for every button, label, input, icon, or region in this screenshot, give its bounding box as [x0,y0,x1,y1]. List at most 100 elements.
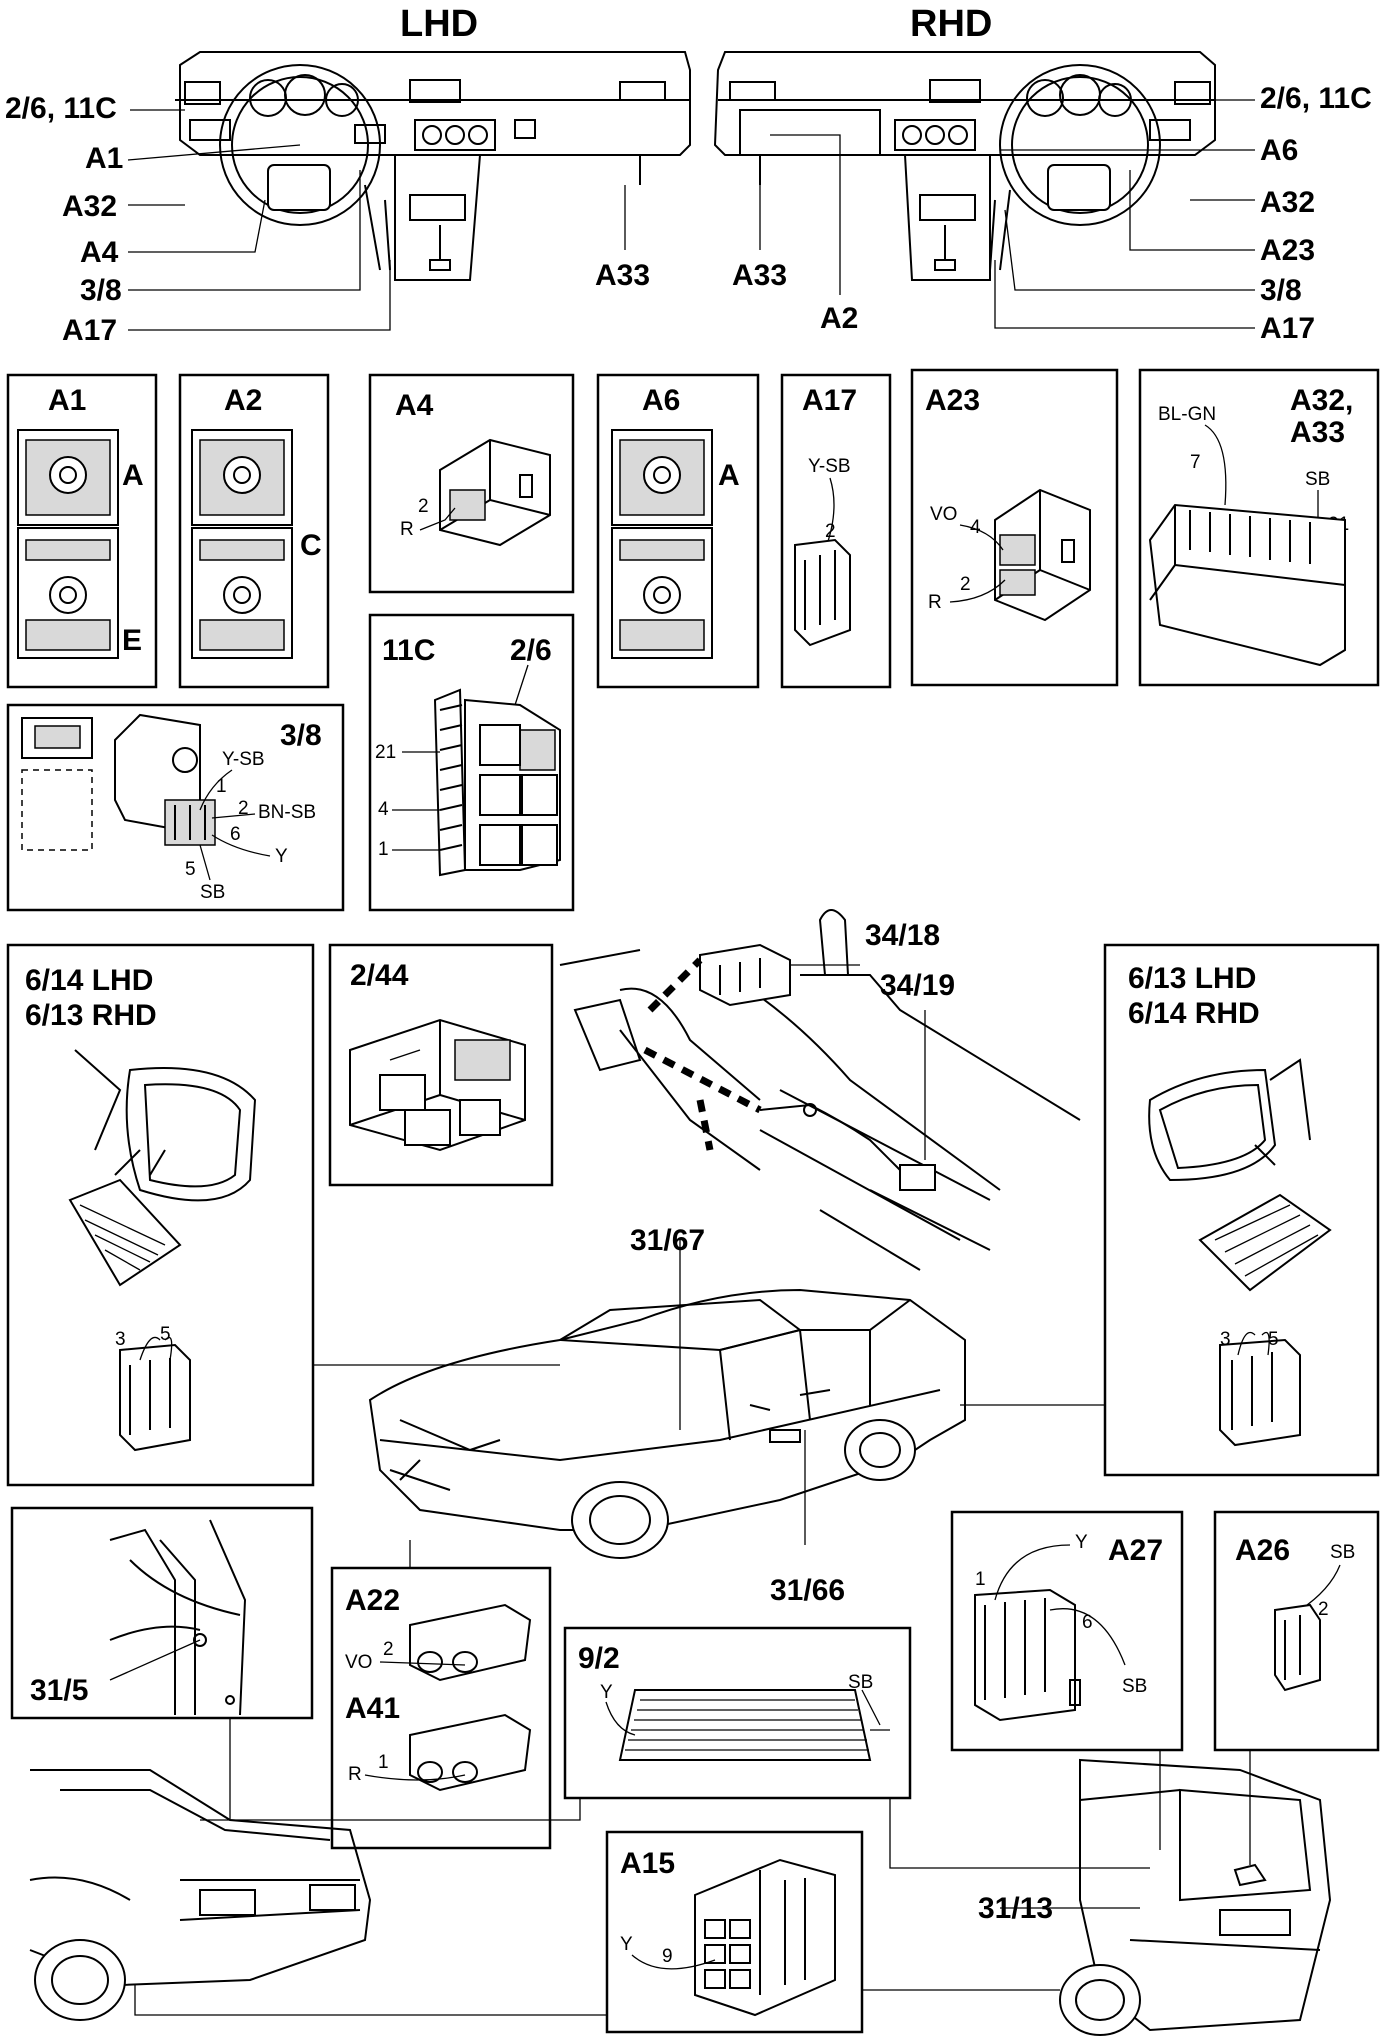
a4-pin: 2 [418,496,429,517]
a15-pin: 9 [662,1946,673,1967]
a15-wire: Y [620,1934,633,1955]
c92-connection-right [889,1798,1150,1869]
rhd-label-a17: A17 [1260,312,1315,345]
a6-letter-a: A [718,459,740,492]
a26-wire: SB [1330,1542,1355,1563]
title-lhd: LHD [400,3,478,45]
c92-wire-sb: SB [848,1672,873,1693]
c92-connection-left [200,1798,581,1821]
a23-pin1: 4 [970,517,981,538]
a6-title: A6 [642,384,680,417]
a23-pin2: 2 [960,574,971,595]
s38-pin5: 5 [185,859,196,880]
connector-9-2-box: 9/2 Y SB [563,1626,912,1800]
a32-title2: A33 [1290,416,1345,449]
rhd-callouts: 2/6, 11C A6 A32 A23 3/8 A17 A33 A2 [732,82,1372,345]
lhd-callouts: 2/6, 11C A1 A32 A4 3/8 A17 A33 [5,92,650,347]
a32-wire1: BL-GN [1158,404,1216,425]
c244-title: 2/44 [350,959,409,992]
s38-title: 3/8 [280,719,322,752]
c92-wire-y: Y [600,1682,613,1703]
connector-a17: A17 Y-SB 2 [780,373,892,689]
c3167-label: 31/67 [630,1224,705,1257]
c3419-label: 34/19 [880,969,955,1002]
mirror-left-pin-b: 5 [160,1324,171,1345]
lhd-label-a4: A4 [80,236,119,269]
s38-wire-ysb: Y-SB [222,749,265,770]
a22-pin: 2 [383,1639,394,1660]
a23-title: A23 [925,384,980,417]
a1-letter-a: A [122,459,144,492]
car-rear-sedan [29,1769,372,2021]
connector-a23: A23 VO 4 R 2 [910,368,1119,687]
a32-pin1: 7 [1190,452,1201,473]
mirror-right-pin-b: 5 [1268,1329,1279,1350]
rhd-label-a2: A2 [820,302,858,335]
s38-pin1: 1 [216,776,227,797]
c11-title2: 2/6 [510,634,552,667]
rhd-label-a33: A33 [732,259,787,292]
a15-connection-left [134,1985,607,2016]
a27-title: A27 [1108,1534,1163,1567]
connector-a2: A2 C [178,373,330,689]
c315-label: 31/5 [30,1674,88,1707]
lhd-label-a1: A1 [85,142,123,175]
lhd-label-2-6-11c: 2/6, 11C [5,92,117,125]
mirror-right-line1: 6/13 LHD [1128,962,1256,995]
a1-title: A1 [48,384,86,417]
a26-title: A26 [1235,1534,1290,1567]
rhd-label-3-8: 3/8 [1260,274,1302,307]
a1-letter-e: E [122,624,142,657]
floor-console-view: 34/18 34/19 [559,909,1081,1271]
c92-title: 9/2 [578,1642,620,1675]
a17-title: A17 [802,384,857,417]
a4-wire: R [400,519,414,540]
connector-2-44-box: 2/44 [328,943,554,1187]
connector-a32-a33: A32, A33 BL-GN 7 SB 21 [1138,368,1380,687]
c11-pin21: 21 [375,742,396,763]
a17-wire: Y-SB [808,456,851,477]
lhd-label-3-8: 3/8 [80,274,122,307]
a32-wire2: SB [1305,469,1330,490]
a27-wire-sb: SB [1122,1676,1147,1697]
c11-title1: 11C [382,634,435,667]
connector-3-8: 3/8 Y-SB 1 2 BN-SB 6 Y 5 SB [6,703,345,912]
rhd-label-2-6-11c: 2/6, 11C [1260,82,1372,115]
lhd-label-a33: A33 [595,259,650,292]
rhd-label-a6: A6 [1260,134,1298,167]
rhd-label-a32: A32 [1260,186,1315,219]
connector-a4: A4 2 R [368,373,575,594]
a41-title: A41 [345,1692,400,1725]
dashboard-rhd [713,51,1216,281]
mirror-left-line1: 6/14 LHD [25,964,153,997]
a27-wire-y: Y [1075,1532,1088,1553]
dashboard-lhd [175,51,691,281]
mirror-right-pin-a: 3 [1220,1329,1231,1350]
connector-11c-2-6: 11C 2/6 21 4 1 [368,613,575,912]
a4-title: A4 [395,389,434,422]
mirror-left-line2: 6/13 RHD [25,999,157,1032]
s38-pin2: 2 [238,798,249,819]
connector-a22-a41-box: A22 VO 2 A41 R 1 [330,1566,552,1850]
connector-a6: A6 A [596,373,760,689]
lhd-label-a17: A17 [62,314,117,347]
a22-title: A22 [345,1584,400,1617]
a41-pin: 1 [378,1752,389,1773]
a23-wire1: VO [930,504,957,525]
a32-title1: A32, [1290,384,1353,417]
connector-a26-box: A26 SB 2 [1213,1510,1380,1752]
mirror-right-box: 6/13 LHD 6/14 RHD 3 5 [1103,943,1380,1477]
s38-pin6: 6 [230,824,241,845]
s38-wire-y: Y [275,846,288,867]
a27-pin1: 1 [975,1569,986,1590]
c3418-label: 34/18 [865,919,940,952]
title-rhd: RHD [910,3,992,45]
a15-title: A15 [620,1847,675,1880]
car-sedan-view: 31/67 31/66 [368,1224,966,1607]
a27-pin6: 6 [1082,1612,1093,1633]
c11-pin4: 4 [378,799,389,820]
car-rear-wagon: 31/13 [978,1758,1332,2036]
a26-pin: 2 [1318,1599,1329,1620]
c3166-label: 31/66 [770,1574,845,1607]
